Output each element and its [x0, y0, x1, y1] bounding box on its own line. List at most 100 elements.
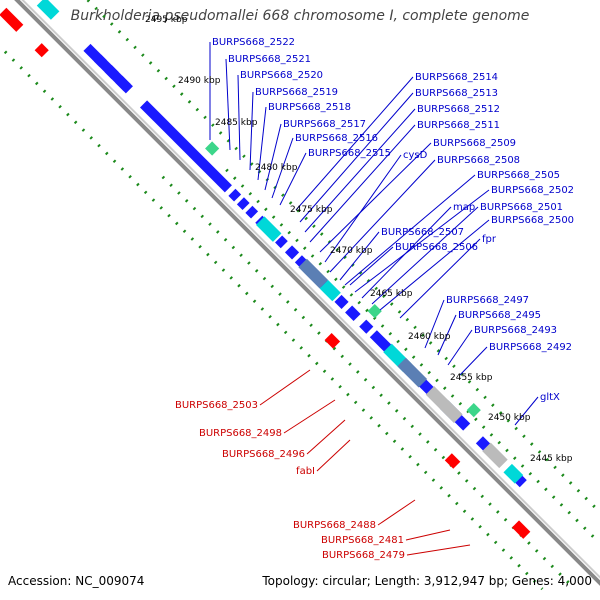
map-title: Burkholderia pseudomallei 668 chromosome…: [70, 8, 530, 24]
leader-line: [279, 152, 307, 206]
cds-reverse: [511, 520, 531, 539]
leader-line: [249, 91, 254, 171]
left-gene-label: BURPS668_2488: [293, 520, 376, 531]
leader-line: [354, 189, 490, 293]
leader-line: [377, 499, 416, 526]
cds-forward: [275, 235, 288, 249]
right-gene-label: BURPS668_2513: [415, 88, 498, 99]
leader-line: [459, 346, 488, 376]
cds-gray: [482, 442, 508, 469]
top-gene-label: BURPS668_2517: [283, 119, 366, 130]
leader-line: [264, 123, 282, 191]
kbp-tick-label: 2485 kbp: [215, 118, 258, 128]
top-gene-label: BURPS668_2521: [228, 54, 311, 65]
kbp-ticks: 2495 kbp 2490 kbp 2485 kbp 2480 kbp 2475 kbp…: [145, 15, 573, 464]
cds-reverse: [444, 453, 461, 469]
right-gene-label: BURPS668_2512: [417, 104, 500, 115]
right-gene-label: BURPS668_2501: [480, 202, 563, 213]
leader-line: [316, 439, 351, 472]
right-gene-label: BURPS668_2502: [491, 185, 574, 196]
feature-track: [0, 0, 531, 539]
leader-line: [259, 369, 311, 406]
top-gene-label: BURPS668_2522: [212, 37, 295, 48]
leader-line: [339, 231, 380, 281]
kbp-tick-label: 2495 kbp: [145, 15, 188, 25]
left-gene-label: fabI: [296, 466, 315, 477]
label-leader-lines: [209, 42, 539, 556]
top-gene-label: BURPS668_2518: [268, 102, 351, 113]
right-gene-label: cysD: [403, 150, 428, 161]
genome-backbone: [14, 0, 600, 586]
cds-reverse: [34, 43, 49, 58]
left-gene-label: BURPS668_2503: [175, 400, 258, 411]
cds-steel: [298, 258, 329, 289]
gc-content-track: [3, 0, 600, 591]
right-gene-label: BURPS668_2514: [415, 72, 498, 83]
cds-forward: [94, 54, 107, 68]
backbone-line: [21, 0, 600, 579]
kbp-tick-label: 2445 kbp: [530, 454, 573, 464]
cds-forward: [454, 415, 471, 431]
right-gene-label: BURPS668_2492: [489, 342, 572, 353]
left-gene-label: BURPS668_2479: [322, 550, 405, 561]
left-gene-label: BURPS668_2481: [321, 535, 404, 546]
leader-line: [319, 142, 432, 253]
cds-forward: [140, 100, 232, 193]
kbp-tick-label: 2465 kbp: [370, 289, 413, 299]
cds-cyan: [36, 0, 60, 20]
cds-forward: [359, 319, 374, 334]
right-gene-label: map: [453, 202, 475, 213]
right-gene-label: BURPS668_2497: [446, 295, 529, 306]
leader-line: [361, 206, 452, 299]
leader-line: [329, 159, 436, 273]
cds-green: [367, 304, 382, 319]
cds-cyan: [255, 216, 282, 242]
leader-line: [299, 92, 414, 223]
cds-forward: [236, 197, 250, 211]
kbp-tick-label: 2455 kbp: [450, 373, 493, 383]
cds-forward: [104, 65, 119, 80]
top-gene-label: BURPS668_2515: [308, 148, 391, 159]
kbp-tick-label: 2450 kbp: [488, 413, 531, 423]
right-gene-label: gltX: [540, 392, 560, 403]
left-gene-label: BURPS668_2496: [222, 449, 305, 460]
kbp-tick-label: 2470 kbp: [330, 246, 373, 256]
right-gene-label: fpr: [482, 234, 497, 245]
cds-forward: [334, 294, 349, 310]
leader-line: [447, 329, 473, 366]
leader-line: [379, 219, 490, 311]
top-gene-label: BURPS668_2519: [255, 87, 338, 98]
leader-line: [344, 174, 476, 286]
accession-label: Accession: NC_009074: [8, 574, 145, 588]
cds-cyan: [319, 280, 341, 302]
genome-info-label: Topology: circular; Length: 3,912,947 bp…: [262, 574, 592, 588]
right-gene-label: BURPS668_2506: [395, 242, 478, 253]
cds-green: [466, 403, 481, 418]
cds-forward: [345, 305, 361, 322]
left-gene-label: BURPS668_2498: [199, 428, 282, 439]
leader-line: [271, 137, 294, 199]
leader-line: [257, 106, 267, 181]
gene-labels: BURPS668_2522BURPS668_2521BURPS668_2520B…: [175, 37, 574, 561]
leader-line: [237, 74, 241, 161]
right-gene-label: BURPS668_2495: [458, 310, 541, 321]
kbp-tick-label: 2490 kbp: [178, 76, 221, 86]
cds-reverse: [0, 7, 24, 32]
gc-dotted-line: [85, 0, 600, 515]
kbp-tick-label: 2480 kbp: [255, 163, 298, 173]
leader-line: [437, 314, 457, 356]
leader-line: [514, 396, 539, 426]
right-gene-label: BURPS668_2509: [433, 138, 516, 149]
right-gene-label: BURPS668_2508: [437, 155, 520, 166]
right-gene-label: BURPS668_2505: [477, 170, 560, 181]
cds-green: [205, 141, 220, 156]
leader-line: [399, 238, 481, 319]
cds-steel: [397, 357, 428, 388]
leader-line: [304, 108, 416, 233]
cds-forward: [284, 245, 300, 260]
kbp-tick-label: 2475 kbp: [290, 205, 333, 215]
cds-forward: [228, 188, 242, 202]
top-gene-label: BURPS668_2516: [295, 133, 378, 144]
top-gene-label: BURPS668_2520: [240, 70, 323, 81]
